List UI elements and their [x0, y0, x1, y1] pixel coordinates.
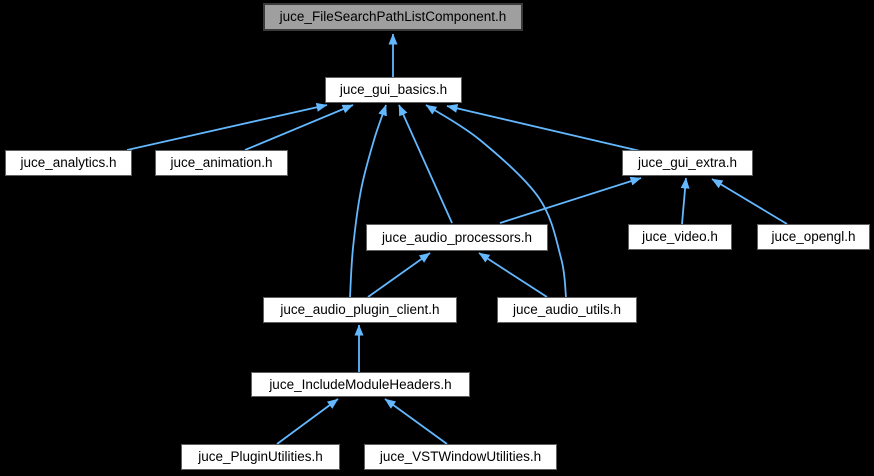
edge-plugin_client-to-audio_processors	[367, 252, 431, 298]
edge-audio_processors-to-gui_extra	[499, 176, 642, 224]
edge-animation-to-gui_basics	[244, 104, 354, 151]
graph-node-label: juce_video.h	[642, 229, 718, 245]
graph-node-gui_basics[interactable]: juce_gui_basics.h	[325, 77, 462, 103]
graph-node-audio_utils[interactable]: juce_audio_utils.h	[497, 297, 637, 323]
graph-node-label: juce_VSTWindowUtilities.h	[379, 449, 542, 465]
graph-node-label: juce_audio_processors.h	[381, 229, 533, 245]
edge-audio_utils-to-gui_basics	[425, 104, 567, 298]
graph-node-label: juce_analytics.h	[20, 155, 117, 171]
graph-node-vst_window[interactable]: juce_VSTWindowUtilities.h	[364, 444, 557, 470]
graph-node-label: juce_audio_utils.h	[512, 302, 622, 318]
graph-node-label: juce_IncludeModuleHeaders.h	[269, 376, 452, 392]
graph-node-animation[interactable]: juce_animation.h	[155, 150, 288, 176]
edge-analytics-to-gui_basics	[126, 102, 328, 151]
edge-plugin_utilities-to-include_module	[276, 398, 339, 445]
edge-video-to-gui_extra	[680, 177, 690, 225]
edge-audio_utils-to-audio_processors	[478, 252, 548, 298]
graph-node-plugin_client[interactable]: juce_audio_plugin_client.h	[263, 297, 457, 323]
edge-plugin_client-to-gui_basics	[349, 104, 387, 298]
graph-node-gui_extra[interactable]: juce_gui_extra.h	[622, 150, 753, 176]
edge-vst_window-to-include_module	[384, 398, 448, 445]
graph-node-audio_processors[interactable]: juce_audio_processors.h	[366, 224, 548, 251]
edge-audio_processors-to-gui_basics	[398, 104, 453, 224]
graph-node-label: juce_gui_extra.h	[637, 155, 738, 171]
graph-node-label: juce_audio_plugin_client.h	[280, 302, 440, 318]
graph-node-label: juce_FileSearchPathListComponent.h	[279, 9, 507, 25]
graph-node-analytics[interactable]: juce_analytics.h	[5, 150, 132, 176]
graph-node-video[interactable]: juce_video.h	[628, 224, 732, 250]
graph-node-include_module[interactable]: juce_IncludeModuleHeaders.h	[251, 372, 470, 397]
graph-node-label: juce_gui_basics.h	[339, 82, 448, 98]
edge-gui_extra-to-gui_basics	[446, 104, 641, 152]
graph-node-plugin_utilities[interactable]: juce_PluginUtilities.h	[181, 444, 340, 470]
graph-node-opengl[interactable]: juce_opengl.h	[757, 224, 870, 250]
graph-node-label: juce_animation.h	[170, 155, 273, 171]
graph-node-label: juce_PluginUtilities.h	[198, 449, 323, 465]
graph-node-file_search: juce_FileSearchPathListComponent.h	[263, 3, 523, 31]
edge-opengl-to-gui_extra	[711, 178, 788, 225]
edges-group	[126, 33, 788, 445]
graph-node-label: juce_opengl.h	[771, 229, 856, 245]
